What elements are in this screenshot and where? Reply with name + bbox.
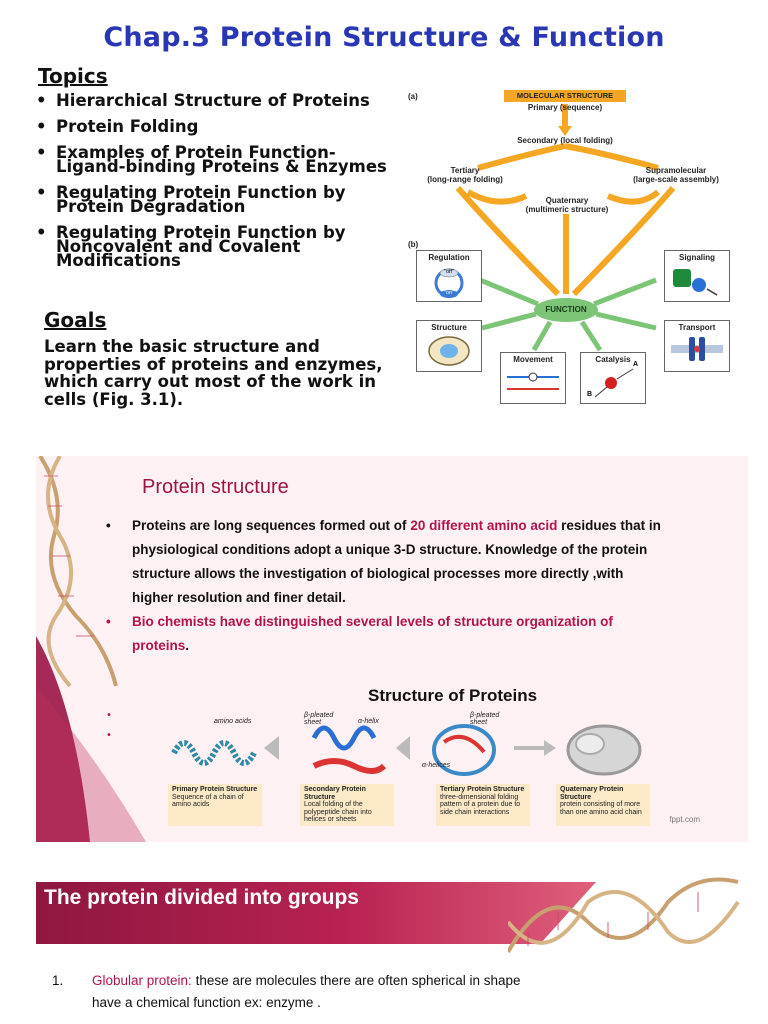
slide-2-title: Protein structure xyxy=(142,476,289,498)
on-label: "on" xyxy=(443,290,455,296)
list-text: these are molecules there are often sphe… xyxy=(191,973,521,988)
quaternary-label: Quaternary(multimeric structure) xyxy=(525,196,609,214)
topic-text: Hierarchical Structure of Proteins xyxy=(56,91,370,110)
topic-item: • Regulating Protein Function by Protein … xyxy=(34,183,394,216)
structure-label: Structure xyxy=(431,323,467,332)
topic-text: Protein Folding xyxy=(56,117,199,136)
slide-1: Chap.3 Protein Structure & Function Topi… xyxy=(0,0,768,440)
bullet-icon: • xyxy=(36,117,47,136)
catalysis-box: Catalysis A B xyxy=(580,352,646,404)
topic-list: • Hierarchical Structure of Proteins • Pro… xyxy=(34,91,394,280)
bullet-paragraph-1: • Proteins are long sequences formed out … xyxy=(106,514,666,610)
amino-acids-label: amino acids xyxy=(214,718,252,725)
transport-label: Transport xyxy=(678,323,716,332)
topic-text: Regulating Protein Function by Protein D… xyxy=(56,183,346,216)
bullet-icon: • xyxy=(36,223,47,242)
movement-icon xyxy=(507,372,559,390)
dna-decoration xyxy=(508,877,740,953)
signaling-label: Signaling xyxy=(679,253,715,262)
slide-3: The protein divided into groups 1. Globul… xyxy=(36,872,748,1024)
supramolecular-label: Supramolecular(large-scale assembly) xyxy=(633,166,719,184)
slide-2-body: • Proteins are long sequences formed out … xyxy=(106,514,666,658)
catalysis-b-label: B xyxy=(587,391,593,398)
alpha-helix-label: α-helix xyxy=(358,718,379,725)
goals-heading: Goals xyxy=(44,308,107,332)
movement-label: Movement xyxy=(513,355,553,364)
list-item: 1. Globular protein: these are molecules … xyxy=(52,970,732,992)
topic-item: • Regulating Protein Function by Noncoval… xyxy=(34,223,394,270)
transport-icon xyxy=(671,337,723,361)
topic-text: Examples of Protein Function- Ligand-bin… xyxy=(56,143,387,176)
off-label: "off" xyxy=(444,269,454,275)
figure-3-1: (a) MOLECULAR STRUCTURE Primary (sequenc… xyxy=(408,84,738,414)
figure-label-a: (a) xyxy=(408,92,418,101)
topic-item: • Protein Folding xyxy=(34,117,394,136)
topic-item: • Examples of Protein Function- Ligand-bi… xyxy=(34,143,394,176)
topic-item: • Hierarchical Structure of Proteins xyxy=(34,91,394,110)
primary-label: Primary (sequence) xyxy=(527,103,603,112)
slide-3-body: 1. Globular protein: these are molecules … xyxy=(52,970,732,1014)
tertiary-label: Tertiary(long-range folding) xyxy=(427,166,503,184)
caption-title: Tertiary Protein Structure xyxy=(440,786,525,793)
regulation-label: Regulation xyxy=(428,253,470,262)
alpha-helices-label: α-helices xyxy=(422,762,451,769)
bullet-icon: • xyxy=(106,614,111,629)
caption-text: Sequence of a chain of amino acids xyxy=(172,793,244,809)
list-highlight: Globular protein: xyxy=(92,973,192,988)
slide-3-title: The protein divided into groups xyxy=(44,886,359,909)
bullet-paragraph-2: • Bio chemists have distinguished several… xyxy=(106,610,666,658)
topic-text: Regulating Protein Function by Noncovale… xyxy=(56,223,346,270)
movement-box: Movement xyxy=(500,352,566,404)
protein-structure-diagram xyxy=(171,724,642,776)
catalysis-icon xyxy=(594,368,634,398)
secondary-label: Secondary (local folding) xyxy=(517,136,613,145)
slide-2: Protein structure • Proteins are long seq… xyxy=(36,456,748,842)
transport-box: Transport xyxy=(664,320,730,372)
bullet-icon: • xyxy=(36,183,47,202)
bullet-1-text-pre: Proteins are long sequences formed out o… xyxy=(132,518,411,533)
caption-title: Secondary Protein Structure xyxy=(304,786,366,801)
function-node: FUNCTION xyxy=(534,298,598,322)
caption-title: Quaternary Protein Structure xyxy=(560,786,624,801)
figure-2-title: Structure of Proteins xyxy=(368,686,538,705)
structure-icon xyxy=(428,336,470,366)
bullet-icon: • xyxy=(106,518,111,533)
caption-text: three-dimensional folding pattern of a p… xyxy=(440,793,521,816)
structure-box: Structure xyxy=(416,320,482,372)
topics-heading: Topics xyxy=(38,64,108,88)
beta-sheet-label: β-pleated sheet xyxy=(304,712,334,726)
title-band xyxy=(36,882,596,944)
bullet-icon: • xyxy=(36,143,47,162)
bullet-2-end: . xyxy=(185,638,190,653)
list-number: 1. xyxy=(52,973,64,988)
caption-text: protein consisting of more than one amin… xyxy=(560,801,642,816)
figure-arrows xyxy=(455,104,676,352)
molecular-structure-label: MOLECULAR STRUCTURE xyxy=(504,90,626,102)
slide-1-title: Chap.3 Protein Structure & Function xyxy=(103,22,665,53)
catalysis-a-label: A xyxy=(633,361,639,368)
beta-sheet-label-2: β-pleated sheet xyxy=(470,712,500,726)
credit-text: fppt.com xyxy=(669,815,700,824)
caption-title: Primary Protein Structure xyxy=(172,786,258,793)
caption-text: Local folding of the polypeptide chain i… xyxy=(304,801,372,823)
regulation-box: Regulation "off" "on" xyxy=(416,250,482,302)
signaling-box: Signaling xyxy=(664,250,730,302)
catalysis-label: Catalysis xyxy=(595,355,631,364)
list-text-continued: have a chemical function ex: enzyme . xyxy=(92,995,321,1010)
bullet-2-text: Bio chemists have distinguished several … xyxy=(132,614,613,653)
empty-bullets: •• xyxy=(106,710,112,741)
bullet-1-text-post: residues that in physiological condition… xyxy=(132,518,661,605)
goals-text: Learn the basic structure and properties… xyxy=(44,337,383,409)
figure-label-b: (b) xyxy=(408,240,419,249)
signaling-icon xyxy=(673,269,718,296)
bullet-icon: • xyxy=(36,91,47,110)
bullet-1-highlight: 20 different amino acid xyxy=(410,518,558,533)
regulation-icon xyxy=(434,268,464,298)
dna-decoration xyxy=(36,456,146,842)
